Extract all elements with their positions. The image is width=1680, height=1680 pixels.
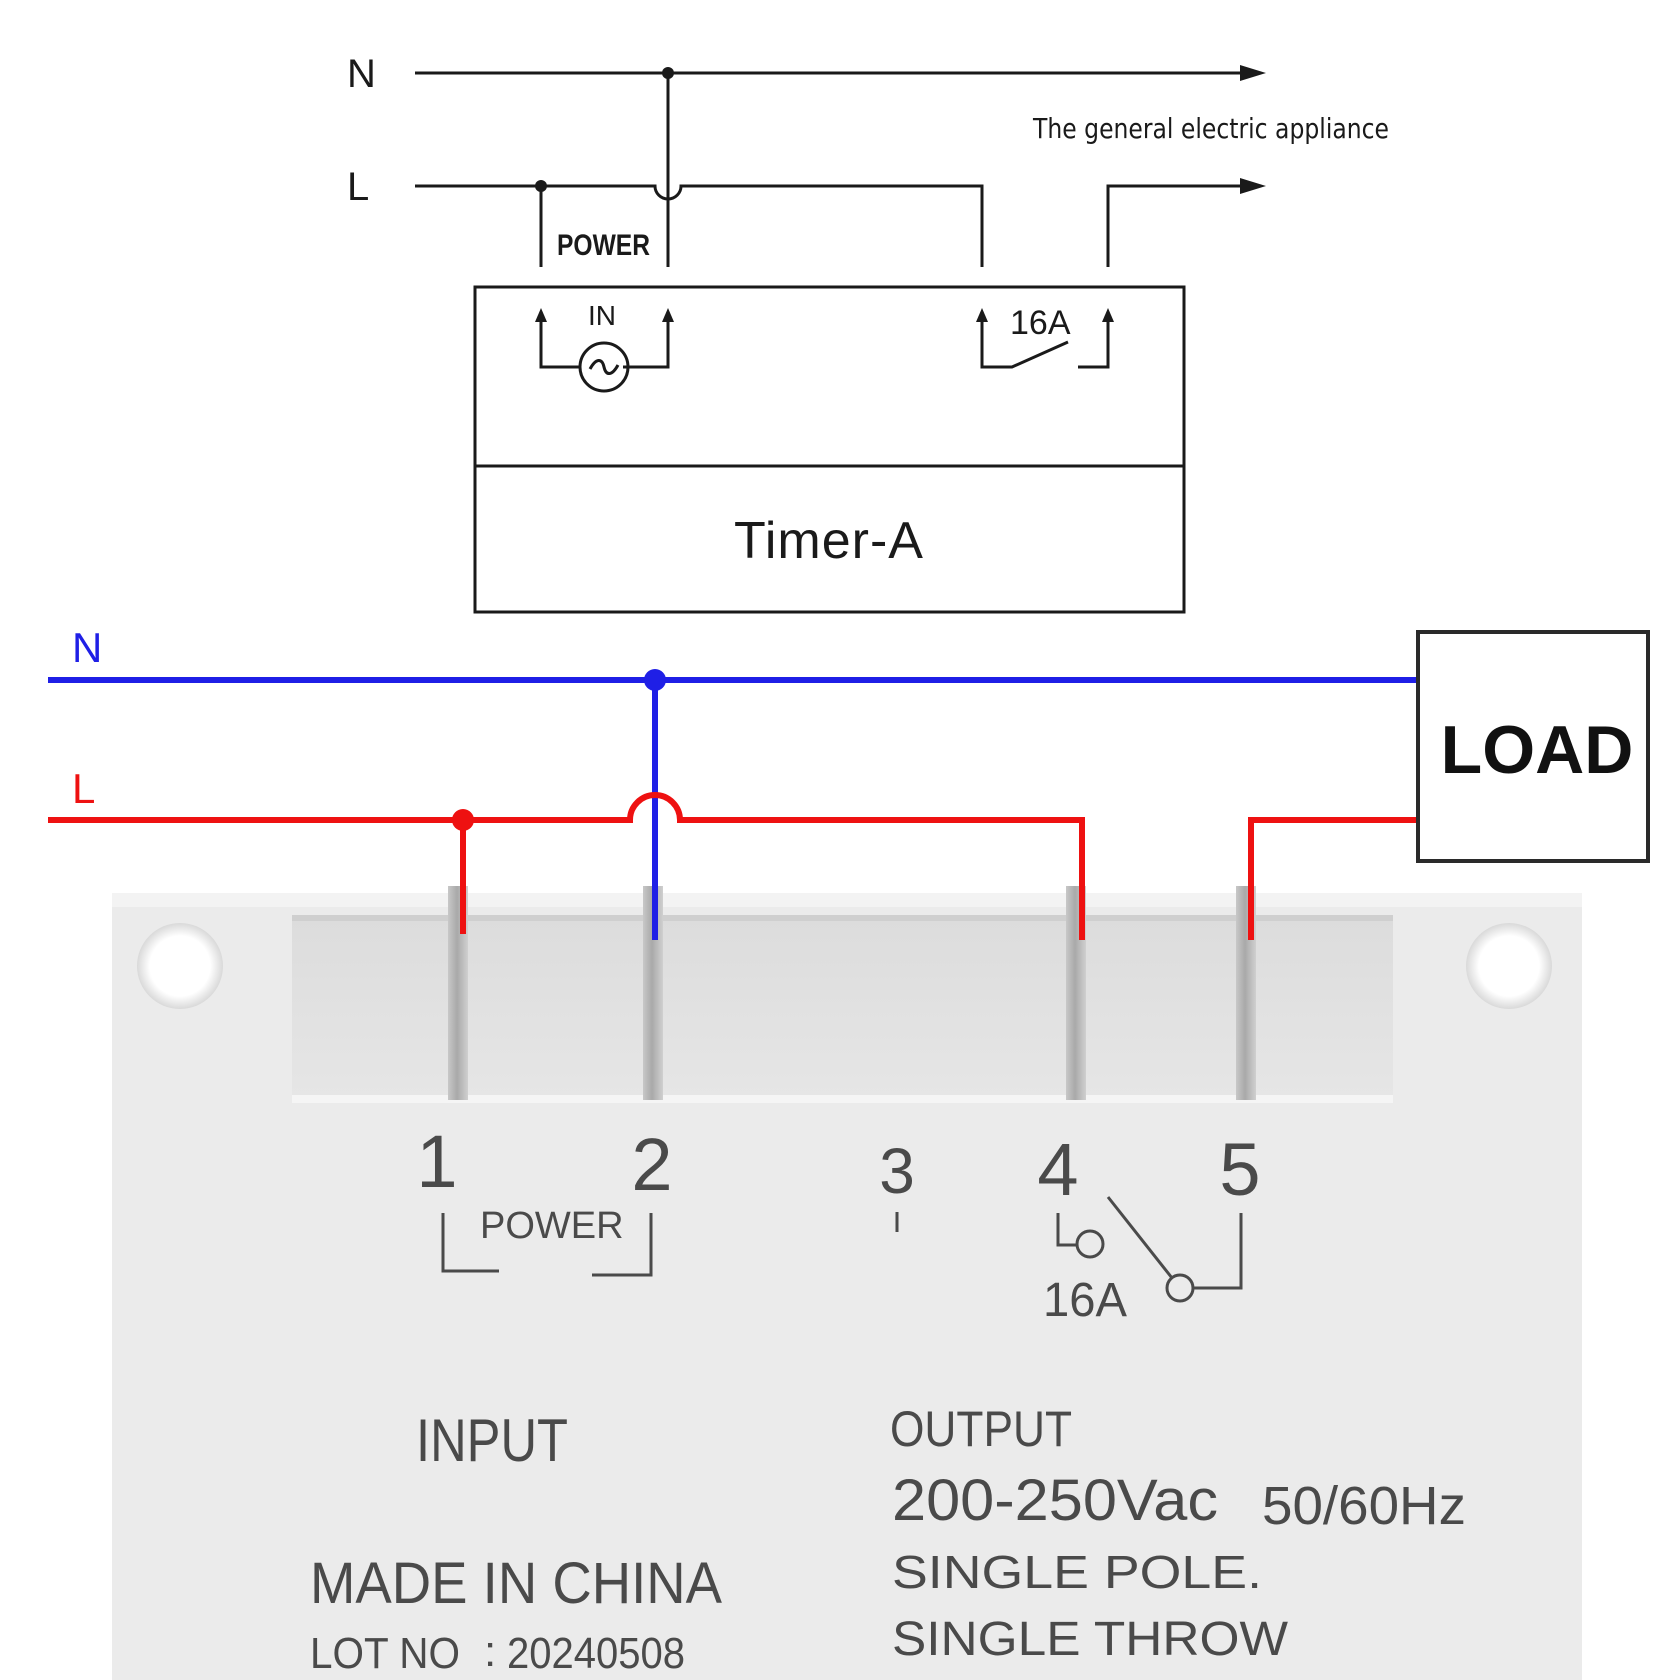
load-return-wire xyxy=(1248,817,1418,940)
schematic-l-label: L xyxy=(347,165,369,209)
appliance-label: The general electric appliance xyxy=(1032,112,1389,145)
throw-spec: SINGLE THROW xyxy=(892,1613,1289,1666)
power-bracket-right xyxy=(592,1213,653,1277)
live-junction xyxy=(452,809,474,831)
in-arrow-right-icon xyxy=(662,308,674,322)
timer-device xyxy=(112,886,1582,1680)
timer-name: Timer-A xyxy=(734,512,924,570)
device-symbols xyxy=(441,1196,1243,1303)
terminal-label-2: 2 xyxy=(631,1123,672,1206)
terminal-label-5: 5 xyxy=(1219,1128,1260,1211)
lot-number: 20240508 xyxy=(507,1629,685,1678)
schematic-n-arrow-icon xyxy=(1240,65,1266,81)
timer-box xyxy=(473,285,1186,614)
ac-source-icon xyxy=(578,341,630,393)
lot-label: LOT NO xyxy=(310,1629,460,1678)
frequency-rating: 50/60Hz xyxy=(1262,1476,1466,1536)
terminal-label-1: 1 xyxy=(416,1120,457,1203)
schematic xyxy=(415,65,1266,614)
contact-fixed-terminal-icon xyxy=(1075,1229,1105,1259)
voltage-rating: 200-250Vac xyxy=(892,1468,1218,1533)
mounting-hole-right xyxy=(1466,923,1552,1009)
contact-arrow-left-icon xyxy=(976,308,988,322)
lot-separator: : xyxy=(484,1627,496,1676)
device-contact-rating: 16A xyxy=(1043,1274,1127,1327)
colored-wiring xyxy=(48,677,1418,940)
in-terminal-leads xyxy=(539,336,670,369)
schematic-contact-rating: 16A xyxy=(1010,304,1071,342)
terminal-pin-1 xyxy=(448,886,468,1100)
live-wire xyxy=(48,792,1085,940)
made-in-label: MADE IN CHINA xyxy=(310,1551,722,1616)
power-bracket-left xyxy=(441,1213,499,1273)
contact-switch-blade xyxy=(1106,1196,1174,1279)
terminal-label-4: 4 xyxy=(1037,1128,1078,1211)
terminal-label-3: 3 xyxy=(879,1135,915,1207)
device-labels: 1 2 3 4 5 POWER 16A INPUT OUTPUT 200-250… xyxy=(310,1120,1466,1678)
contact-lead-4 xyxy=(1056,1213,1076,1247)
output-label: OUTPUT xyxy=(890,1401,1072,1457)
load-box xyxy=(1416,630,1650,863)
schematic-labels: N L The general electric appliance POWER… xyxy=(347,52,1389,570)
contact-lead-5 xyxy=(1193,1213,1243,1290)
schematic-n-label: N xyxy=(347,52,376,96)
device-power-label: POWER xyxy=(480,1205,624,1247)
schematic-l-line xyxy=(415,184,984,267)
schematic-power-label: POWER xyxy=(557,229,650,262)
input-label: INPUT xyxy=(416,1407,568,1474)
relay-contact-icon xyxy=(980,322,1110,369)
pole-spec: SINGLE POLE. xyxy=(892,1546,1262,1598)
schematic-load-line xyxy=(1106,184,1240,267)
in-arrow-left-icon xyxy=(535,308,547,322)
mounting-hole-left xyxy=(137,923,223,1009)
contact-arrow-right-icon xyxy=(1102,308,1114,322)
wiring-l-label: L xyxy=(72,765,95,812)
load-label: LOAD xyxy=(1441,712,1634,788)
schematic-l-arrow-icon xyxy=(1240,178,1266,194)
in-label: IN xyxy=(588,300,616,331)
neutral-junction xyxy=(644,669,666,691)
terminal-recess xyxy=(292,915,1393,1101)
wiring-n-label: N xyxy=(72,624,102,671)
sine-wave-icon xyxy=(588,359,620,375)
